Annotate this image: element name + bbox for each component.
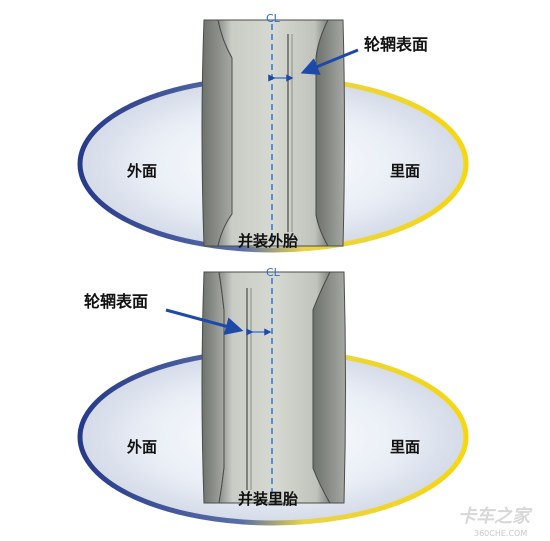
watermark-brand: 卡车之家: [458, 506, 533, 527]
bottom-outer-label: 外面: [126, 438, 157, 456]
bottom-caption: 并装里胎: [238, 490, 298, 508]
bottom-rim: [201, 271, 346, 504]
bottom-rim-leader-arrow: [165, 308, 244, 335]
watermark: 卡车之家 360CHE.COM: [458, 506, 533, 538]
top-rim: [201, 19, 345, 247]
bottom-inner-label: 里面: [390, 438, 420, 456]
watermark-site: 360CHE.COM: [474, 529, 527, 538]
top-rim-label: 轮辋表面: [364, 35, 428, 54]
top-caption: 并装外胎: [238, 232, 298, 250]
top-centerline-label: CL: [266, 12, 281, 25]
bottom-panel: CL 轮辋表面 外面 里面 并装里胎: [77, 266, 469, 526]
bottom-rim-label: 轮辋表面: [84, 292, 148, 311]
top-inner-label: 里面: [390, 162, 420, 180]
top-panel: CL 轮辋表面 外面 里面 并装外胎: [77, 12, 469, 253]
bottom-centerline-label: CL: [266, 266, 281, 279]
top-outer-label: 外面: [126, 162, 157, 180]
top-rim-leader-arrow: [300, 48, 359, 75]
